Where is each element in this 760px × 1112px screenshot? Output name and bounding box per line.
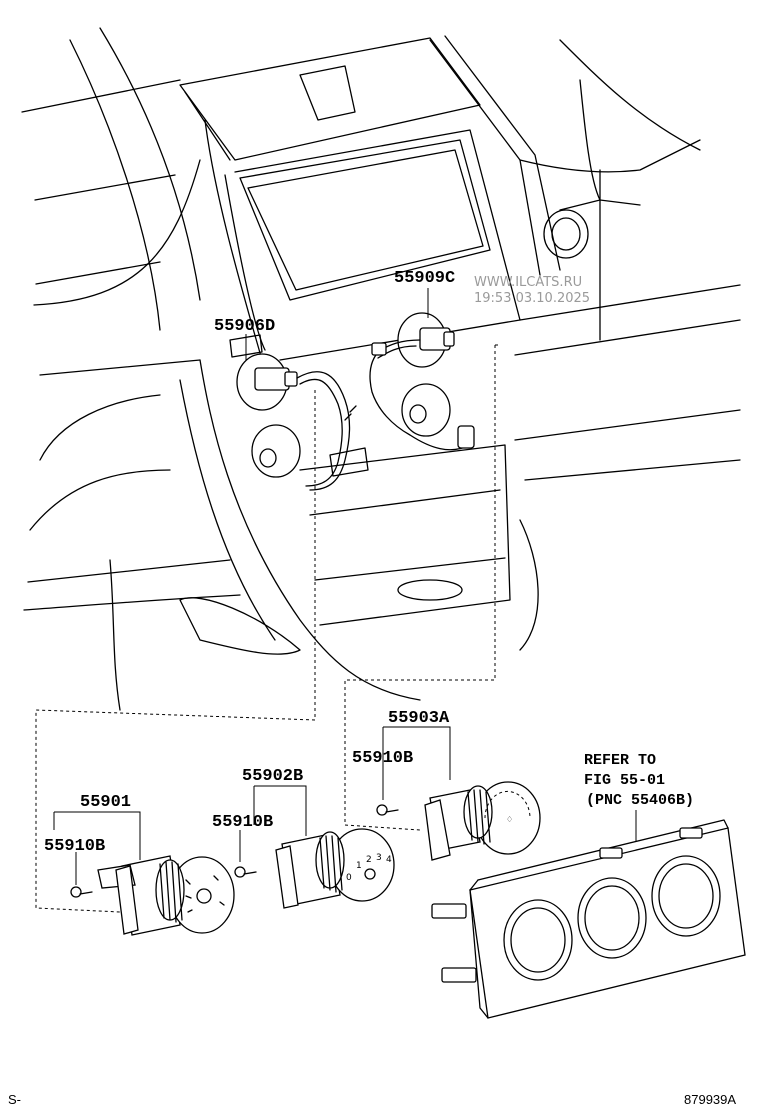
knob-number-0: 0 — [346, 873, 352, 883]
dashboard-illustration — [21, 27, 741, 711]
watermark: WWW.ILCATS.RU 19:53 03.10.2025 — [474, 275, 590, 306]
reference-line-3: (PNC 55406B) — [586, 792, 694, 809]
part-label-55909c: 55909C — [394, 269, 455, 288]
svg-text:♢: ♢ — [506, 815, 513, 824]
bezel-panel — [431, 819, 746, 1019]
watermark-timestamp: 19:53 03.10.2025 — [474, 291, 590, 306]
reference-line-1: REFER TO — [584, 752, 656, 769]
part-label-55901: 55901 — [80, 793, 131, 812]
knob-number-1: 1 — [356, 861, 362, 871]
part-label-55903a: 55903A — [388, 709, 450, 728]
part-label-55910b-lower: 55910B — [44, 837, 105, 856]
knob-assembly-55902b: 0 1 2 3 4 — [234, 828, 395, 909]
knob-assembly-55903a: ♢ — [376, 781, 541, 861]
dashed-leaders — [35, 344, 498, 913]
figure-id: 879939A — [684, 1092, 736, 1107]
knob-number-2: 2 — [366, 855, 372, 865]
watermark-site: WWW.ILCATS.RU — [474, 275, 582, 290]
footer-left-code: S- — [8, 1092, 21, 1107]
part-label-55910b-middle: 55910B — [212, 813, 273, 832]
harness-connectors — [236, 312, 475, 491]
part-label-55902b: 55902B — [242, 767, 303, 786]
reference-line-2: FIG 55-01 — [584, 772, 665, 789]
reference-note: REFER TO FIG 55-01 (PNC 55406B) — [584, 752, 694, 809]
knob-number-4: 4 — [386, 855, 392, 865]
knob-number-3: 3 — [376, 853, 382, 863]
part-label-55906d: 55906D — [214, 317, 275, 336]
knob-assembly-55901 — [70, 855, 235, 936]
part-label-55910b-upper: 55910B — [352, 749, 413, 768]
label-leaders — [53, 288, 637, 885]
part-labels: 55909C 55906D 55903A 55910B 55902B 55910… — [44, 269, 455, 856]
